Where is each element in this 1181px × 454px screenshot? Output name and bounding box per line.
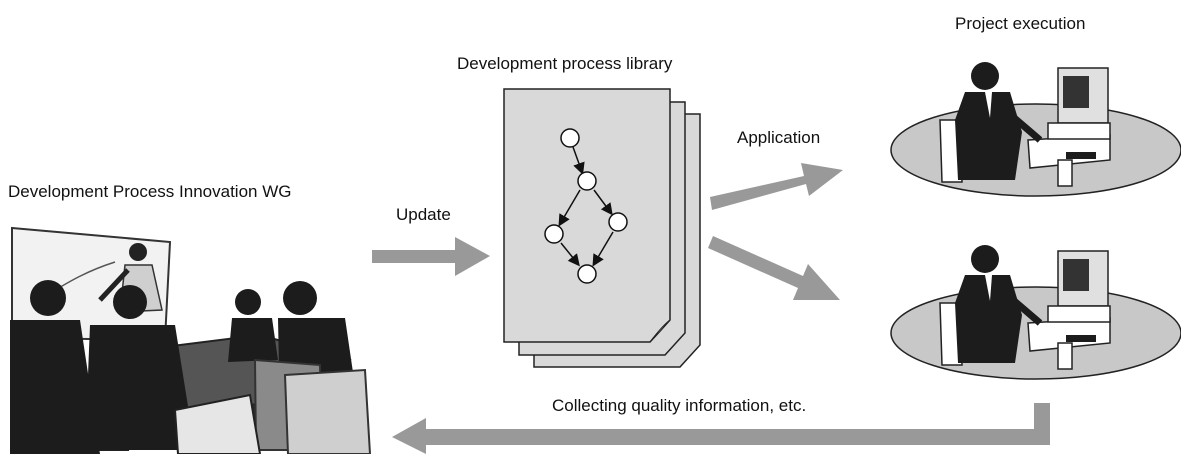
label-library: Development process library: [457, 54, 673, 73]
meeting-icon: [10, 226, 372, 454]
workstation-icon: [890, 245, 1181, 380]
flow-node: [560, 128, 580, 148]
flow-node: [608, 212, 628, 232]
flow-node: [577, 264, 597, 284]
process-flow-graph: [558, 146, 614, 267]
label-feedback: Collecting quality information, etc.: [552, 396, 807, 415]
label-update: Update: [396, 205, 451, 224]
application-arrow-upper: [710, 163, 843, 210]
application-arrow-lower: [708, 236, 840, 300]
update-arrow: [372, 237, 490, 276]
flow-node: [577, 171, 597, 191]
workstation-icon: [890, 62, 1181, 197]
label-application: Application: [737, 128, 821, 147]
label-wg: Development Process Innovation WG: [8, 182, 292, 201]
flow-node: [544, 224, 564, 244]
documents-icon: [503, 88, 701, 368]
feedback-arrow: [392, 403, 1050, 454]
label-project: Project execution: [955, 14, 1086, 33]
